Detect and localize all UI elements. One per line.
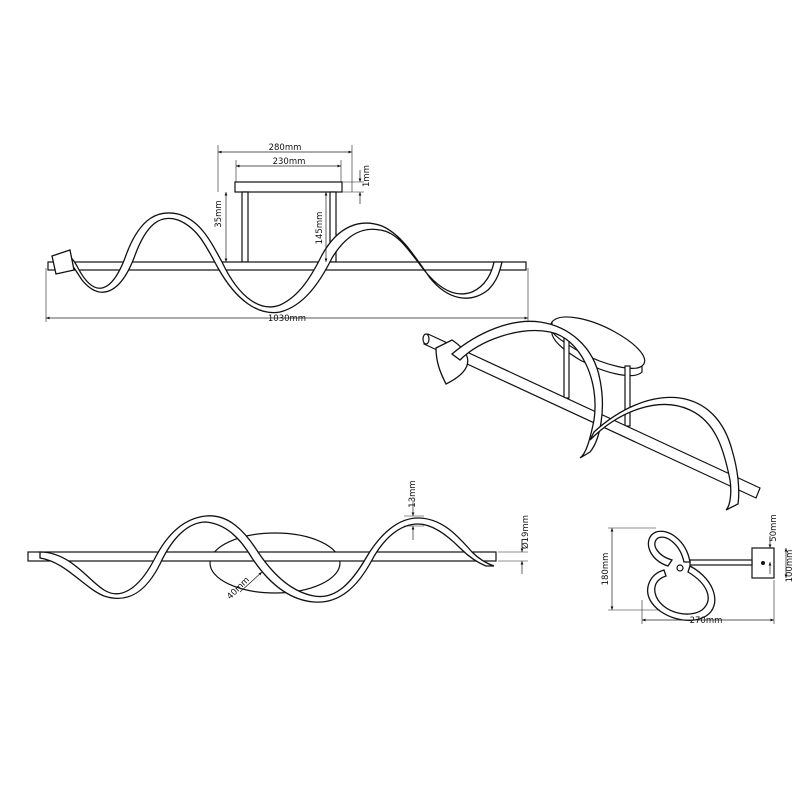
front-main-bar	[47, 261, 527, 271]
top-canopy	[209, 532, 341, 594]
label-1030mm: 1030mm	[268, 314, 306, 324]
label-50mm: 50mm	[769, 514, 779, 541]
dim-line-40mm	[239, 571, 263, 593]
label-270mm: 270mm	[690, 616, 723, 626]
side-canopy-screw	[761, 561, 765, 565]
top-wave-band	[39, 515, 495, 603]
side-loop-upper	[647, 530, 691, 567]
label-145mm: 145mm	[315, 212, 325, 245]
front-view: 280mm 230mm 1mm 35mm 145mm 1030mm	[45, 143, 529, 324]
label-180mm: 180mm	[601, 553, 611, 586]
persp-rod-left	[563, 337, 570, 399]
label-100mm: 100mm	[785, 550, 795, 583]
label-280mm: 280mm	[269, 143, 302, 153]
persp-spiral-loop-2	[589, 396, 740, 511]
front-canopy	[234, 181, 343, 193]
front-end-cap-left	[51, 249, 75, 275]
side-joint	[676, 564, 684, 572]
front-wave-band	[54, 212, 503, 314]
label-1mm: 1mm	[362, 165, 372, 187]
persp-bar-end-left	[422, 333, 430, 345]
persp-rod-right	[624, 365, 631, 427]
label-35mm: 35mm	[214, 200, 224, 227]
perspective-view	[422, 316, 761, 511]
side-rod	[689, 559, 753, 566]
label-230mm: 230mm	[273, 157, 306, 167]
side-loop-lower	[647, 565, 716, 621]
front-support-rod-left	[241, 191, 249, 263]
persp-canopy-edge	[551, 322, 643, 377]
side-view: 180mm 270mm 50mm 100mm	[601, 514, 795, 626]
top-view: 13mm Ø19mm 40mm	[27, 480, 531, 603]
label-19mm: Ø19mm	[520, 515, 531, 549]
persp-spiral-loop-1	[450, 320, 603, 459]
label-13mm: 13mm	[408, 480, 418, 507]
